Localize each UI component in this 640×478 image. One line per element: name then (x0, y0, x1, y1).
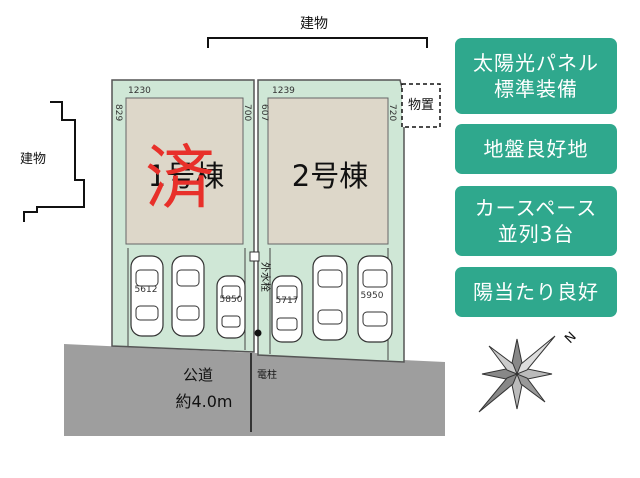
storage-outline (401, 83, 441, 128)
building-left-label: 建物 (20, 152, 46, 167)
pole-icon (254, 329, 262, 337)
feature-ground: 地盤良好地 (455, 124, 617, 174)
car-1 (130, 255, 164, 337)
dim-lot1-right: 700 (242, 104, 252, 121)
car-3 (216, 275, 246, 339)
car-4 (271, 275, 303, 343)
compass-north-label: N (562, 329, 579, 346)
road-width: 約4.0m (175, 392, 232, 411)
dim-lot1-parking-b: 5850 (220, 295, 243, 305)
dim-lot1-top: 1230 (128, 86, 151, 96)
pole-label: 電柱 (257, 368, 277, 381)
dim-lot1-left: 829 (113, 104, 123, 121)
car-6 (357, 255, 393, 343)
building-left-outline (23, 101, 85, 222)
storage-label: 物置 (408, 98, 434, 113)
feature-sunlight: 陽当たり良好 (455, 267, 617, 317)
feature-solar: 太陽光パネル 標準装備 (455, 38, 617, 114)
water-meter-label: 外水栓 (259, 262, 272, 292)
compass-rose-icon (478, 335, 556, 413)
dim-lot1-parking-a: 5612 (135, 285, 158, 295)
building-top-bracket (207, 37, 428, 48)
house-1 (125, 97, 244, 245)
dim-lot2-parking-a: 5717 (276, 296, 299, 306)
car-2 (171, 255, 205, 337)
lot2-label: 2号棟 (292, 159, 368, 193)
sold-mark: 済 (145, 137, 215, 219)
water-meter-icon (249, 251, 260, 262)
building-top-label: 建物 (300, 16, 328, 32)
dim-lot2-right: 720 (387, 104, 397, 121)
feature-parking: カースペース 並列3台 (455, 186, 617, 256)
road-name: 公道 (183, 366, 213, 384)
car-5 (312, 255, 348, 341)
house-2 (267, 97, 389, 245)
dim-lot2-top: 1239 (272, 86, 295, 96)
dim-lot2-left: 607 (259, 104, 269, 121)
dim-lot2-parking-b: 5950 (361, 291, 384, 301)
lot1-label: 1号棟 (148, 159, 224, 193)
road (64, 344, 445, 436)
